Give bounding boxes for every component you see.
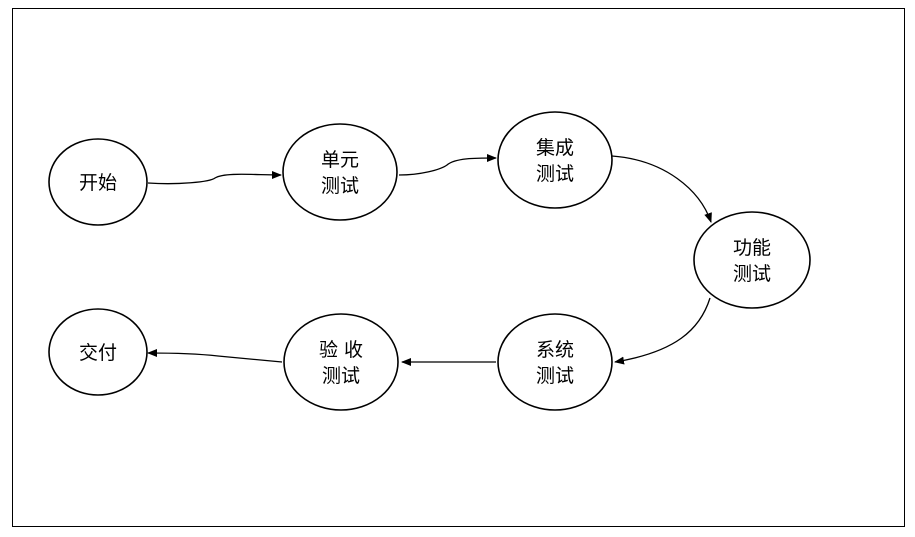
node-acceptance: 验 收测试 — [283, 313, 399, 411]
edge-unit-to-integration — [398, 154, 497, 176]
node-delivery: 交付 — [48, 308, 148, 396]
node-delivery-ellipse — [48, 308, 148, 396]
edge-acceptance-to-delivery — [147, 349, 283, 363]
node-system-label-1: 系统 — [536, 339, 574, 361]
node-functional-ellipse — [693, 211, 811, 309]
edge-functional-to-system — [614, 297, 711, 365]
node-unit-label-2: 测试 — [321, 175, 359, 197]
node-acceptance-label-1: 验 收 — [319, 339, 363, 361]
node-start-label-1: 开始 — [79, 172, 117, 194]
node-system-ellipse — [497, 313, 613, 411]
node-system-label-2: 测试 — [536, 365, 574, 387]
node-functional-label-1: 功能 — [733, 237, 771, 259]
node-unit-ellipse — [282, 123, 398, 221]
edge-integration-to-functional — [611, 155, 712, 223]
node-start: 开始 — [48, 138, 148, 226]
node-integration-label-2: 测试 — [536, 163, 574, 185]
node-unit-label-1: 单元 — [321, 149, 359, 171]
node-start-ellipse — [48, 138, 148, 226]
node-acceptance-label-2: 测试 — [322, 365, 360, 387]
node-integration-label-1: 集成 — [536, 137, 574, 159]
node-acceptance-ellipse — [283, 313, 399, 411]
edge-start-to-unit — [147, 170, 282, 185]
node-delivery-label-1: 交付 — [79, 342, 117, 364]
node-functional-label-2: 测试 — [733, 263, 771, 285]
node-integration-ellipse — [497, 111, 613, 209]
